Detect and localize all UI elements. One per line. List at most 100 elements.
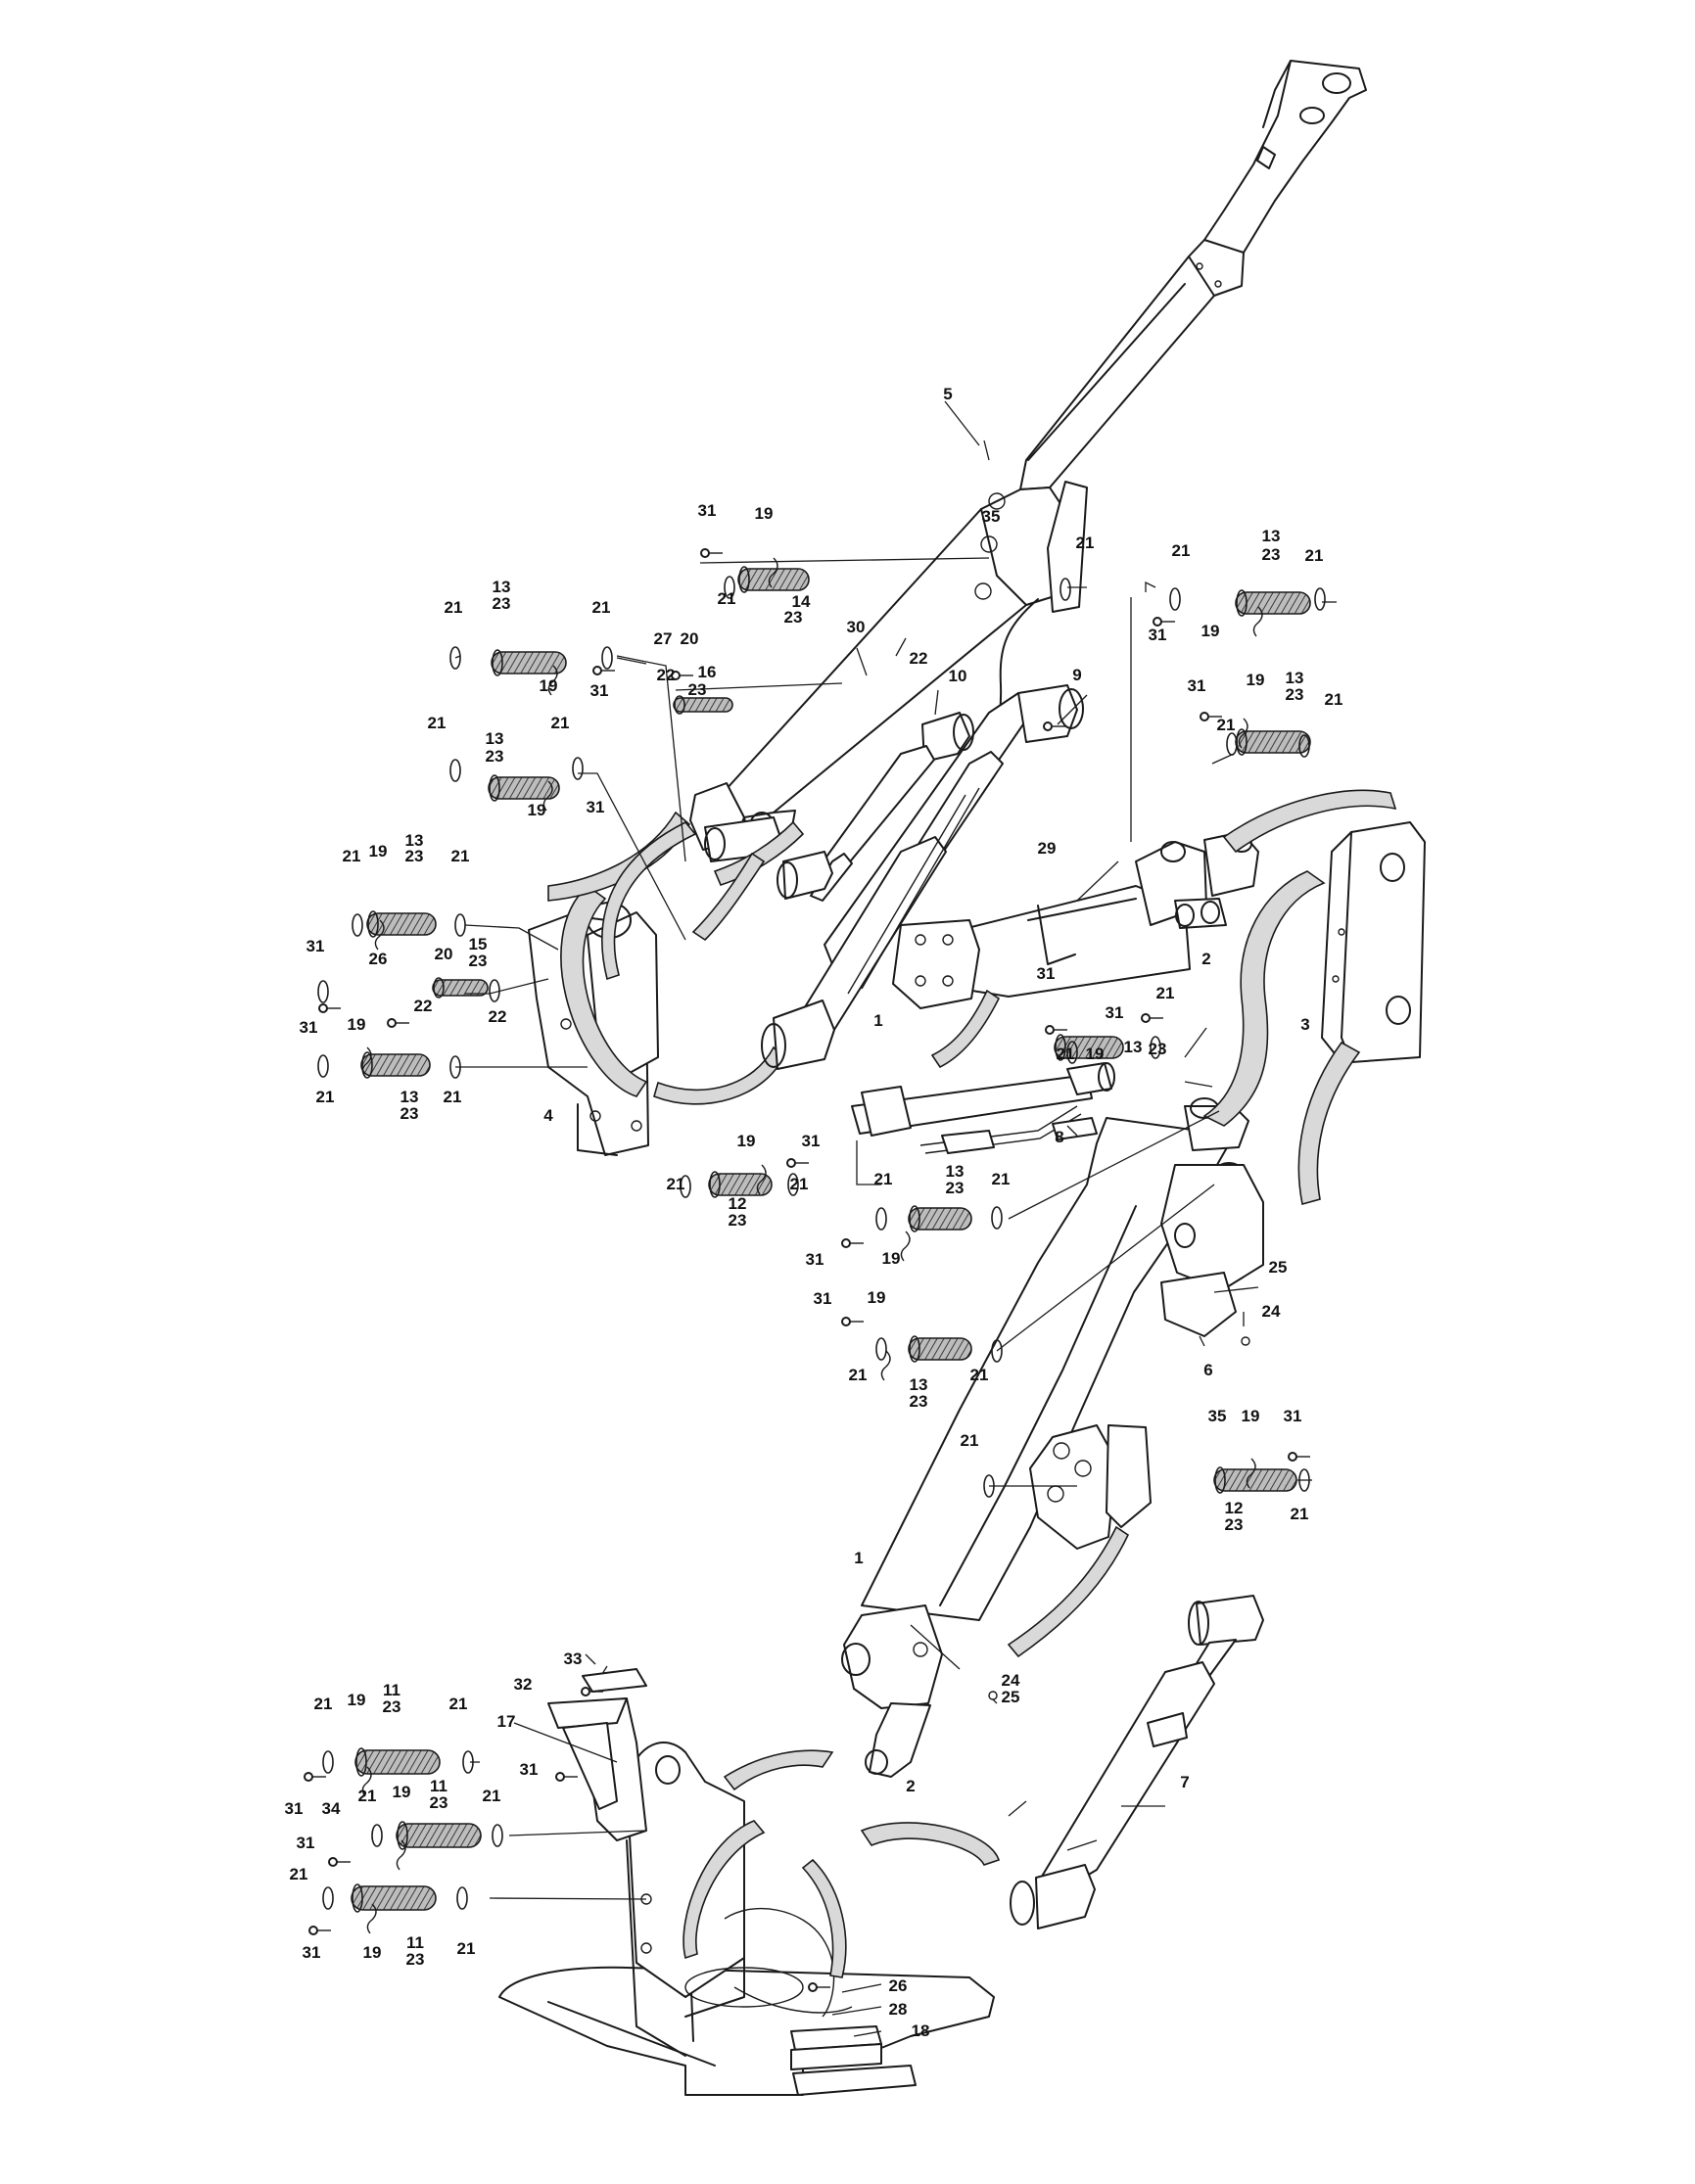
pin (908, 1207, 972, 1231)
callout-31: 31 (814, 1289, 832, 1308)
pin (737, 568, 810, 591)
callout-23: 23 (405, 847, 424, 865)
callout-19: 19 (1086, 1045, 1105, 1063)
callout-21: 21 (428, 714, 447, 732)
callout-21: 21 (1305, 546, 1324, 565)
bolt-head (1045, 1025, 1055, 1035)
callout-21: 21 (358, 1787, 377, 1805)
pin (360, 1053, 431, 1077)
callout-25: 25 (1269, 1258, 1288, 1277)
pin-collar (367, 910, 379, 938)
bolt-head (841, 1317, 851, 1326)
callout-23: 23 (493, 594, 511, 613)
swing-frame-part-3 (1202, 821, 1426, 1206)
pin-hardware (304, 548, 1326, 1992)
callout-31: 31 (590, 681, 609, 700)
snap-ring (875, 1337, 887, 1361)
callout-23: 23 (784, 608, 803, 627)
callout-19: 19 (363, 1943, 382, 1962)
callout-33: 33 (564, 1650, 583, 1668)
callout-10: 10 (949, 667, 967, 685)
callout-19: 19 (882, 1249, 901, 1268)
callout-24: 24 (1002, 1671, 1020, 1690)
snap-ring (489, 979, 500, 1002)
snap-ring (492, 1824, 503, 1847)
callout-31: 31 (1037, 964, 1056, 983)
callout-3: 3 (1300, 1015, 1309, 1034)
callout-7: 7 (1180, 1773, 1189, 1791)
callout-19: 19 (1247, 671, 1265, 689)
callout-21: 21 (1325, 690, 1343, 709)
callout-31: 31 (1106, 1003, 1124, 1022)
callout-31: 31 (520, 1760, 539, 1779)
boom-cylinder-part-9 (761, 684, 1084, 1070)
mount-bracket-part-4 (528, 884, 784, 1156)
callout-35: 35 (1208, 1407, 1227, 1425)
callout-13: 13 (1286, 669, 1304, 687)
callout-19: 19 (348, 1691, 366, 1709)
callout-21: 21 (457, 1939, 476, 1958)
keeper-pin (361, 1766, 372, 1797)
keeper-pin (1252, 606, 1263, 637)
callout-26: 26 (369, 950, 388, 968)
pin-collar (1236, 589, 1248, 617)
snap-ring (991, 1206, 1003, 1230)
callout-23: 23 (400, 1104, 419, 1123)
callout-21: 21 (667, 1175, 685, 1193)
callout-31: 31 (806, 1250, 824, 1269)
callout-23: 23 (946, 1179, 965, 1197)
dipperstick-part-5 (689, 60, 1367, 851)
callout-19: 19 (737, 1132, 756, 1150)
pin-collar (909, 1335, 920, 1363)
pin (1235, 591, 1311, 615)
callout-21: 21 (1172, 541, 1191, 560)
callout-22: 22 (657, 666, 676, 684)
pin-collar (738, 566, 750, 593)
hydraulic-hoses (601, 820, 1130, 1658)
callout-13: 13 (400, 1088, 419, 1106)
boom-part-1 (841, 1097, 1264, 1778)
callout-5: 5 (943, 385, 952, 403)
callout-23: 23 (1225, 1515, 1244, 1534)
bolt-head (318, 1003, 328, 1013)
snap-ring (787, 1173, 799, 1196)
bolt-head (387, 1018, 397, 1028)
pin-collar (492, 649, 503, 676)
callout-24: 24 (1262, 1302, 1281, 1321)
callout-21: 21 (718, 589, 736, 608)
snap-ring (352, 913, 363, 937)
keeper-pin (880, 1350, 891, 1381)
snap-ring (680, 1175, 691, 1198)
keeper-pin (396, 1839, 406, 1871)
pin (1235, 730, 1311, 754)
cylinder-part-8 (851, 1062, 1115, 1154)
callout-31: 31 (300, 1018, 318, 1037)
pin (396, 1823, 482, 1848)
callout-35: 35 (982, 507, 1001, 526)
callout-6: 6 (1203, 1361, 1212, 1379)
callout-23: 23 (406, 1950, 425, 1969)
callout-13: 13 (1262, 527, 1281, 545)
pin (1213, 1468, 1297, 1492)
bolt-head (308, 1926, 318, 1935)
bolt-head (700, 548, 710, 558)
callout-13: 13 (1124, 1038, 1143, 1056)
callout-21: 21 (849, 1366, 868, 1384)
snap-ring (454, 913, 466, 937)
bolt-head (808, 1982, 818, 1992)
callout-19: 19 (393, 1783, 411, 1801)
bolt-head (1153, 617, 1162, 627)
callout-31: 31 (1188, 676, 1206, 695)
pin (673, 697, 733, 713)
callout-9: 9 (1072, 666, 1081, 684)
snap-ring (572, 757, 584, 780)
snap-ring (317, 980, 329, 1003)
snap-ring (456, 1886, 468, 1910)
link-plate-part-1-upper (892, 919, 980, 1009)
callout-23: 23 (910, 1392, 928, 1411)
callout-21: 21 (445, 598, 463, 617)
pin (708, 1173, 773, 1196)
callout-27: 27 (654, 629, 673, 648)
callout-1: 1 (873, 1011, 882, 1030)
